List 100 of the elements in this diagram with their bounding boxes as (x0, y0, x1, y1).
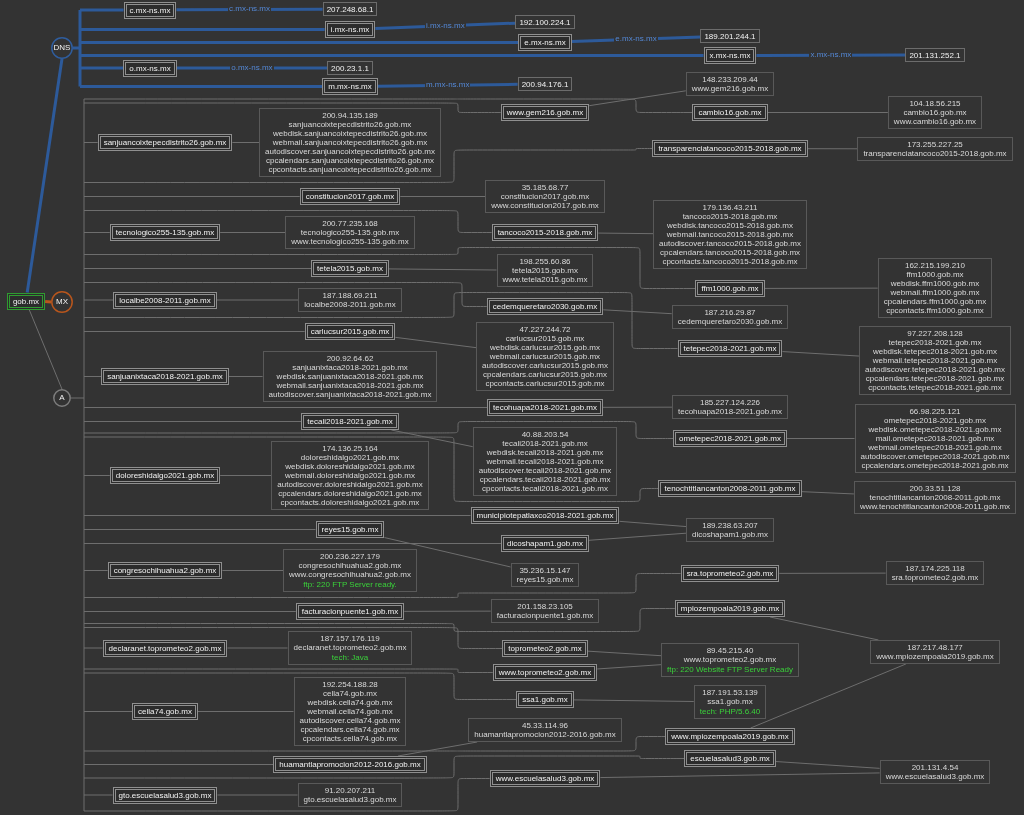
nameserver-name: x.mx-ns.mx (709, 51, 751, 60)
hostname: localbe2008-2011.gob.mx (119, 295, 211, 305)
connector (83, 407, 488, 408)
connector (221, 570, 284, 571)
connector (83, 672, 517, 700)
hostname: mpiozempoala2019.gob.mx (680, 604, 780, 613)
hostname: congresochihuahua2.gob.mx (113, 566, 217, 575)
connector (588, 532, 687, 541)
connector (83, 376, 102, 377)
host-box (304, 323, 396, 340)
ip-address: 200.33.51.128 (909, 484, 961, 493)
ip-address: 187.188.69.211 (322, 291, 378, 300)
hostname: transparenciatancoco2015-2018.gob.mx (863, 149, 1007, 158)
host-box (315, 521, 385, 538)
host-box (311, 260, 389, 277)
host-box (470, 507, 620, 524)
host-box (112, 786, 218, 804)
hostname: webmail.tancoco2015-2018.gob.mx (666, 230, 794, 239)
hostname: tecnologico255-135.gob.mx (300, 228, 400, 237)
host-box (680, 565, 780, 582)
hostname: cpcalendars.carlucsur2015.gob.mx (482, 370, 608, 379)
hostname: autodiscover.ometepec2018-2021.gob.mx (860, 452, 1010, 461)
host-details-box (685, 72, 775, 96)
hostname: autodiscover.cella74.gob.mx (299, 716, 401, 725)
ip-address: 185.227.124.226 (699, 398, 761, 407)
record-type: A (59, 394, 65, 402)
hostname: carlucsur2015.gob.mx (505, 334, 585, 343)
connector (80, 66, 124, 70)
ip-address: 200.92.64.62 (326, 354, 374, 363)
host-details-box (485, 180, 605, 213)
host-details-box (259, 108, 441, 177)
hostname: tancoco2015-2018.gob.mx (497, 228, 593, 237)
connector (83, 436, 659, 502)
connector (28, 309, 63, 390)
hostname: cpcontacts.sanjuancoixtepecdistrito26.gob.mx (268, 165, 432, 174)
ip-address: 201.158.23.105 (517, 602, 573, 611)
ip-address: 66.98.225.121 (909, 407, 961, 416)
host-details-box (298, 288, 402, 312)
host-box (486, 399, 604, 416)
host-details-box (887, 96, 983, 129)
host-box (486, 298, 604, 315)
hostname: www.cambio16.gob.mx (893, 117, 977, 126)
hostname: www.gem216.gob.mx (691, 84, 769, 93)
ip-address: 192.254.188.28 (322, 680, 378, 689)
ip-address: 200.77.235.168 (322, 219, 378, 228)
hostname: www.toprometeo2.gob.mx (683, 655, 777, 664)
host-details-box (297, 783, 403, 807)
host-details-box (510, 563, 580, 587)
host-box (107, 562, 223, 579)
connector (83, 421, 302, 422)
host-details-box (854, 404, 1016, 473)
hostname: cpcontacts.carlucsur2015.gob.mx (485, 379, 605, 388)
hostname: autodiscover.sanjuanixtaca2018-2021.gob.mx (268, 390, 432, 399)
host-details-box (283, 549, 417, 592)
ip-box (515, 15, 575, 29)
connector (775, 761, 881, 769)
ip-address: 187.191.53.139 (702, 688, 758, 697)
host-box (295, 603, 405, 620)
connector (45, 300, 52, 304)
hostname: tetela2015.gob.mx (512, 266, 578, 275)
connector (219, 232, 286, 233)
hostname: www.escuelasalud3.gob.mx (885, 772, 985, 781)
connector (394, 336, 477, 349)
connector (383, 537, 512, 568)
ip-address: 91.20.207.211 (324, 786, 376, 795)
host-details-box (877, 258, 993, 318)
service-info: tech: Java (331, 653, 369, 662)
ip-box (700, 29, 760, 43)
connector (83, 529, 317, 530)
hostname: reyes15.gob.mx (516, 575, 574, 584)
nameserver-name: m.mx-ns.mx (328, 82, 372, 91)
hostname: ffm1000.gob.mx (701, 284, 759, 293)
ip-address: 173.255.227.25 (907, 140, 963, 149)
hostname: doloreshidalgo2021.gob.mx (300, 453, 400, 462)
ip-address: 187.174.225.118 (905, 564, 965, 573)
host-details-box (472, 427, 618, 496)
host-details-box (857, 137, 1013, 161)
hostname: ometepec2018-2021.gob.mx (679, 434, 781, 443)
hostname: gto.escuelasalud3.gob.mx (118, 790, 212, 800)
hostname: escuelasalud3.gob.mx (690, 754, 770, 763)
connector (228, 376, 264, 377)
hostname: autodiscover.doloreshidalgo2021.gob.mx (277, 480, 423, 489)
connector (786, 438, 855, 439)
connector (80, 28, 325, 31)
hostname: www.tecnologico255-135.gob.mx (291, 237, 409, 246)
hostname: toprometeo2.gob.mx (508, 644, 582, 653)
service-info: ftp: 220 FTP Server ready. (303, 580, 397, 589)
host-box (97, 134, 233, 151)
host-box (684, 750, 776, 767)
host-box (113, 291, 217, 309)
connector (83, 515, 471, 516)
connector (219, 475, 272, 476)
connector (80, 41, 519, 44)
ip-address: 89.45.215.40 (706, 646, 754, 655)
ip-address: 35.236.15.147 (519, 566, 571, 575)
ip-box (517, 77, 573, 91)
hostname: webmail.sanjuanixtaca2018-2021.gob.mx (276, 381, 424, 390)
edge-label: x.mx-ns.mx (809, 51, 853, 60)
nameserver-box (123, 59, 177, 77)
host-box (658, 480, 802, 497)
